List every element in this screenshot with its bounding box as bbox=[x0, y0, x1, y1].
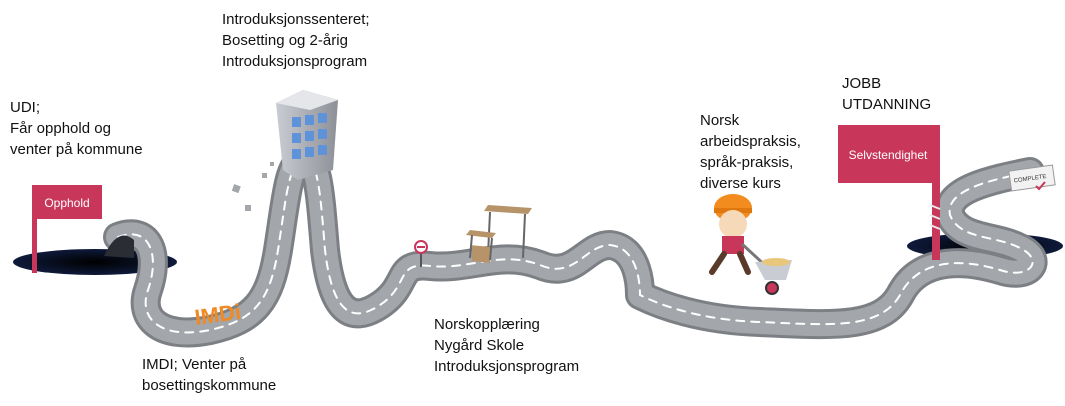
intro-center-label: Introduksjonssenteret; Bosetting og 2-år… bbox=[222, 11, 370, 70]
selvstendighet-flag-label: Selvstendighet bbox=[849, 148, 928, 162]
building-icon bbox=[276, 90, 338, 180]
opphold-flag-icon: Opphold bbox=[32, 185, 102, 273]
school-desk-icon bbox=[466, 205, 532, 263]
lane-markings bbox=[117, 158, 1034, 334]
start-hole bbox=[13, 249, 177, 275]
norsk-training-label: Norskopplæring Nygård Skole Introduksjon… bbox=[434, 316, 580, 375]
tunnel-icon bbox=[104, 235, 134, 258]
debris-icon bbox=[231, 162, 274, 211]
udi-label: UDI; Får opphold og venter på kommune bbox=[10, 99, 143, 158]
imdi-label: IMDI; Venter på bosettingskommune bbox=[142, 356, 277, 394]
traffic-sign-icon bbox=[414, 240, 428, 267]
construction-worker-icon bbox=[709, 194, 792, 295]
jobb-label: JOBB UTDANNING bbox=[842, 75, 932, 113]
norsk-practice-label: Norsk arbeidspraksis, språk-praksis, div… bbox=[700, 112, 801, 192]
selvstendighet-flag-icon: Selvstendighet bbox=[838, 125, 941, 260]
opphold-flag-label: Opphold bbox=[44, 196, 89, 210]
checkbox-sign-icon: COMPLETE bbox=[1008, 164, 1056, 192]
complete-sign-label: COMPLETE bbox=[1013, 174, 1047, 185]
